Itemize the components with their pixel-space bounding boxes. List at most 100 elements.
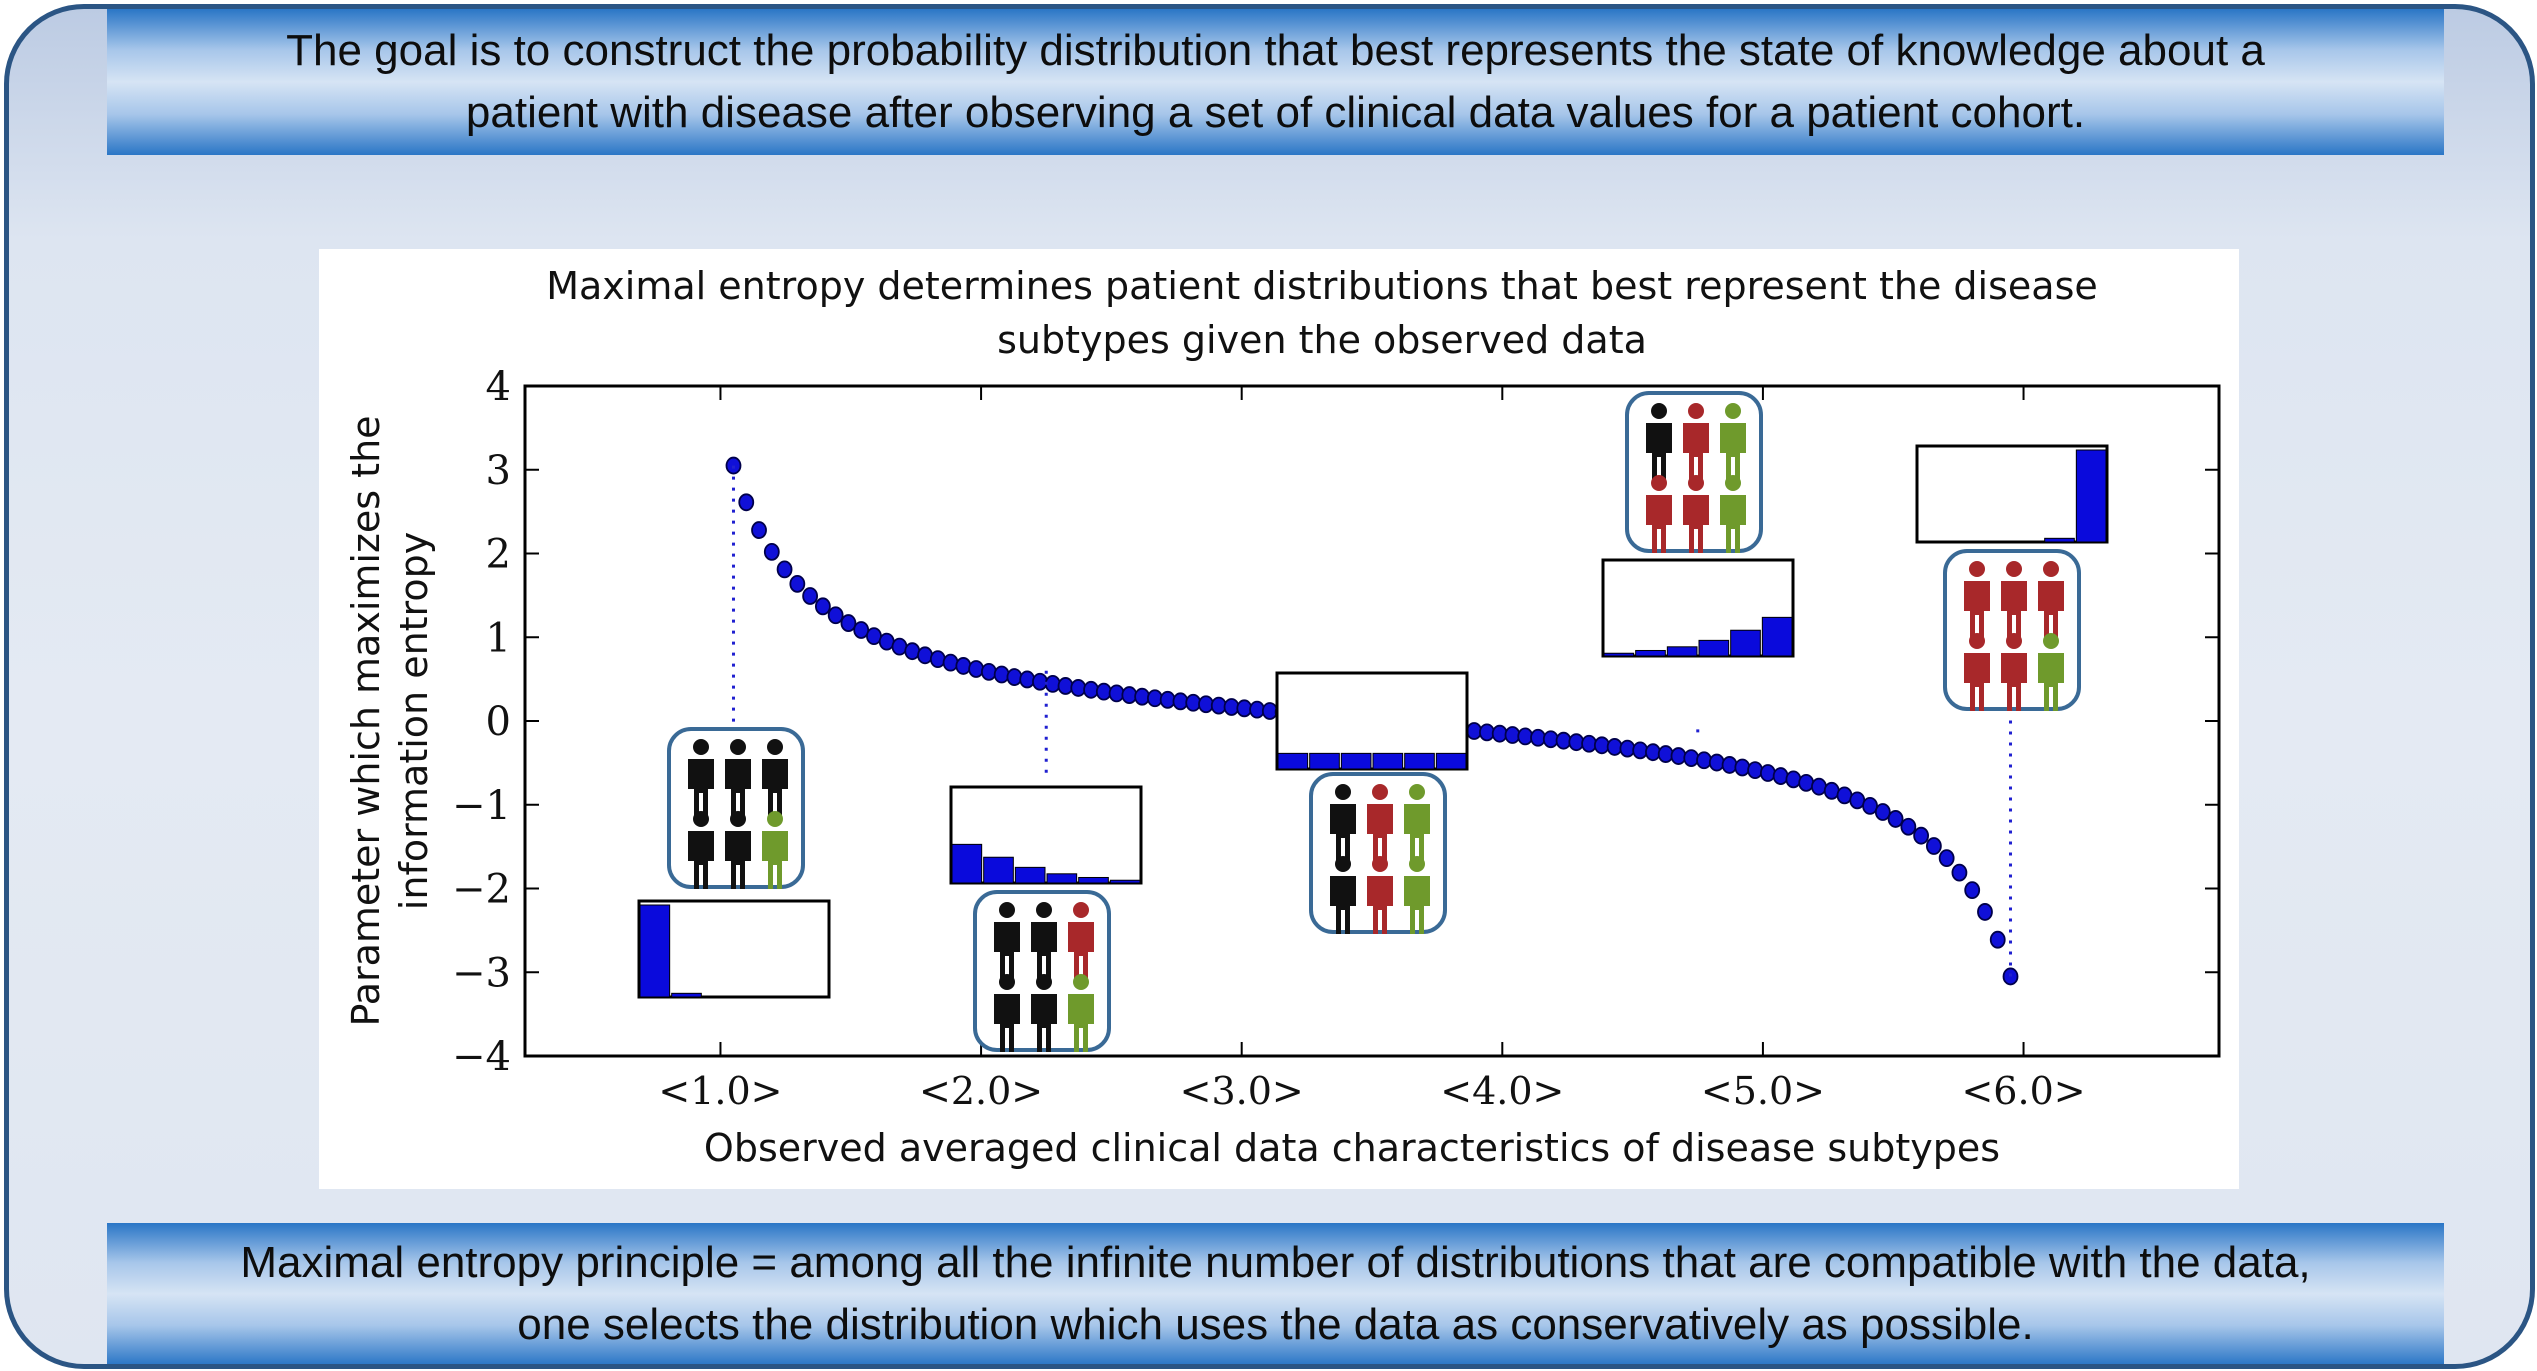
- inset-bar-frame: [949, 785, 1143, 885]
- data-point: [1593, 736, 1610, 755]
- data-point: [1568, 733, 1585, 752]
- person-icon: [1720, 495, 1746, 553]
- data-point: [1874, 803, 1891, 821]
- person-icon: [725, 831, 751, 889]
- data-point: [1530, 728, 1546, 747]
- person-icon: [1404, 804, 1430, 862]
- person-icon-head: [693, 739, 709, 755]
- x-tick-label: <2.0>: [919, 1069, 1043, 1113]
- inset-4: [1601, 391, 1795, 739]
- inset-bar-frame: [1915, 444, 2109, 544]
- person-icon: [762, 831, 788, 889]
- data-point: [1734, 758, 1751, 777]
- person-icon-head: [1036, 974, 1052, 990]
- data-point: [980, 662, 997, 681]
- data-point: [1006, 668, 1023, 686]
- person-icon-head: [767, 811, 783, 827]
- top-banner-line-1: The goal is to construct the probability…: [286, 26, 2265, 75]
- data-point: [1900, 817, 1917, 836]
- y-axis-label-line-1: Parameter which maximizes the: [344, 415, 388, 1026]
- inset-bar: [1635, 649, 1666, 657]
- person-icon-head: [999, 902, 1015, 918]
- person-icon: [2001, 581, 2027, 639]
- y-tick-label: 3: [486, 448, 511, 494]
- person-icon-head: [2006, 633, 2022, 649]
- person-icon: [1031, 922, 1057, 980]
- person-icon: [1964, 653, 1990, 711]
- inset-bar-frame: [1601, 558, 1795, 658]
- data-point: [1721, 756, 1738, 774]
- data-point: [1657, 745, 1674, 763]
- inset-2: [949, 670, 1143, 1052]
- inset-bar: [983, 856, 1014, 884]
- data-point: [1236, 699, 1253, 718]
- person-icon: [762, 759, 788, 817]
- data-point: [1747, 761, 1764, 780]
- person-icon-head: [2043, 633, 2059, 649]
- person-icon-head: [2006, 561, 2022, 577]
- person-icon-head: [1372, 784, 1388, 800]
- x-tick-label: <3.0>: [1180, 1069, 1304, 1113]
- data-point: [1491, 724, 1508, 743]
- data-point: [1057, 677, 1074, 695]
- data-point: [1044, 674, 1061, 693]
- data-point: [1696, 751, 1712, 770]
- person-icon-head: [1036, 902, 1052, 918]
- data-point: [1823, 781, 1840, 800]
- inset-bar: [2044, 537, 2075, 543]
- person-icon-head: [1969, 633, 1985, 649]
- person-icon-head: [1651, 475, 1667, 491]
- chart-title-line-1: Maximal entropy determines patient distr…: [546, 264, 2098, 308]
- person-icon-head: [999, 974, 1015, 990]
- data-point: [942, 653, 959, 672]
- inset-bar: [1340, 752, 1372, 770]
- inset-bar: [2075, 449, 2107, 543]
- chart-title-line-2: subtypes given the observed data: [997, 318, 1647, 362]
- data-point: [1542, 730, 1559, 749]
- data-point: [891, 637, 908, 656]
- person-icon-head: [1409, 856, 1425, 872]
- person-icon: [725, 759, 751, 817]
- data-point: [802, 587, 819, 605]
- person-icon-head: [1372, 856, 1388, 872]
- person-icon-head: [730, 739, 746, 755]
- data-point: [814, 597, 831, 616]
- chart-panel: Maximal entropy determines patient distr…: [319, 249, 2239, 1189]
- data-point: [1619, 739, 1636, 758]
- inset-bar: [671, 992, 702, 998]
- person-icon: [1367, 804, 1393, 862]
- data-point: [738, 493, 755, 512]
- y-tick-label: −2: [452, 867, 511, 913]
- data-point: [1683, 749, 1700, 768]
- inset-bar-frame: [637, 899, 831, 999]
- y-tick-label: 0: [486, 699, 511, 745]
- person-icon-head: [1073, 902, 1089, 918]
- data-point: [917, 646, 933, 665]
- bottom-banner-line-1: Maximal entropy principle = among all th…: [240, 1238, 2311, 1287]
- inset-3: [1275, 671, 1469, 934]
- data-point: [789, 574, 806, 593]
- data-point: [1645, 743, 1661, 762]
- person-icon-head: [1725, 403, 1741, 419]
- data-point: [1134, 687, 1151, 706]
- inset-bar: [1730, 629, 1761, 657]
- data-point: [1517, 727, 1534, 746]
- data-point: [1261, 702, 1278, 720]
- data-point: [993, 665, 1010, 684]
- bottom-banner-line-2: one selects the distribution which uses …: [517, 1300, 2034, 1349]
- person-icon: [1330, 876, 1356, 934]
- data-point: [1951, 863, 1968, 882]
- person-icon: [1683, 423, 1709, 481]
- inset-bar: [1435, 752, 1467, 770]
- data-point: [1606, 738, 1623, 756]
- inset-bar: [1277, 752, 1309, 770]
- y-tick-label: 2: [486, 532, 511, 578]
- data-point: [1249, 700, 1265, 719]
- data-point: [1032, 672, 1048, 691]
- inset-bar: [1698, 639, 1730, 657]
- data-point: [904, 642, 921, 661]
- person-icon: [1646, 495, 1672, 553]
- data-point: [1210, 696, 1227, 715]
- data-point: [1798, 773, 1815, 792]
